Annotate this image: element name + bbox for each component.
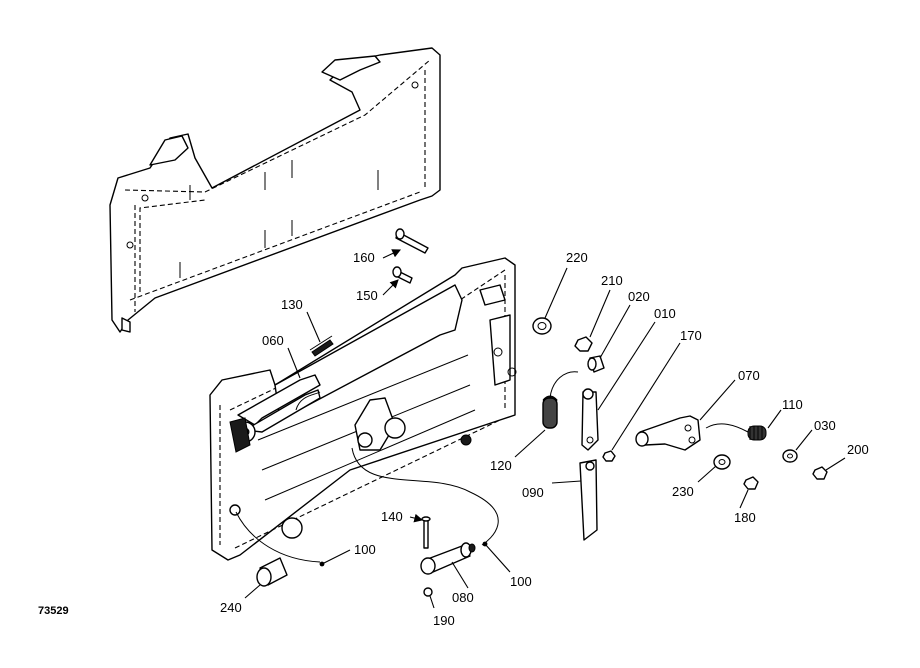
rear-mount-plate	[109, 47, 441, 333]
callout-150: 150	[356, 288, 378, 303]
washer-030	[782, 449, 798, 463]
cable-100	[235, 391, 499, 563]
callout-070: 070	[738, 368, 760, 383]
callout-140: 140	[381, 509, 403, 524]
figure-number: 73529	[38, 605, 69, 617]
callout-060: 060	[262, 333, 284, 348]
pin-150	[392, 266, 413, 284]
callout-230: 230	[672, 484, 694, 499]
nut-180	[743, 476, 759, 490]
wedge-090	[579, 459, 598, 541]
washer-220	[532, 317, 552, 335]
pin-160	[395, 228, 429, 254]
nut-200	[812, 466, 828, 480]
callout-190: 190	[433, 613, 455, 628]
callout-220: 220	[566, 250, 588, 265]
clip-190	[423, 587, 433, 597]
nut-170	[602, 450, 616, 462]
callout-020: 020	[628, 289, 650, 304]
nut-210	[574, 336, 593, 352]
callout-080: 080	[452, 590, 474, 605]
washer-230	[713, 454, 731, 470]
callout-110: 110	[782, 397, 803, 412]
bushing-240	[256, 557, 288, 587]
callout-090: 090	[522, 485, 544, 500]
pin-140	[421, 516, 431, 549]
callout-120: 120	[490, 458, 512, 473]
bushing-020	[587, 355, 605, 373]
callout-180: 180	[734, 510, 756, 525]
pin-080	[420, 542, 476, 575]
latch-lever-010	[581, 388, 599, 451]
leader-lines	[244, 249, 846, 609]
callout-030: 030	[814, 418, 836, 433]
callout-160: 160	[353, 250, 375, 265]
main-frame	[209, 257, 517, 561]
callout-labels: 160 150 130 060 220 210 020 010 170 070 …	[220, 250, 869, 628]
callout-010: 010	[654, 306, 676, 321]
roll-pin-130	[309, 335, 334, 357]
callout-100-left: 100	[354, 542, 376, 557]
callout-240: 240	[220, 600, 242, 615]
callout-170: 170	[680, 328, 702, 343]
callout-200: 200	[847, 442, 869, 457]
spring-110	[705, 423, 767, 441]
spring-120	[542, 371, 579, 429]
callout-100-right: 100	[510, 574, 532, 589]
callout-130: 130	[281, 297, 303, 312]
handle-070	[635, 415, 701, 451]
callout-210: 210	[601, 273, 623, 288]
